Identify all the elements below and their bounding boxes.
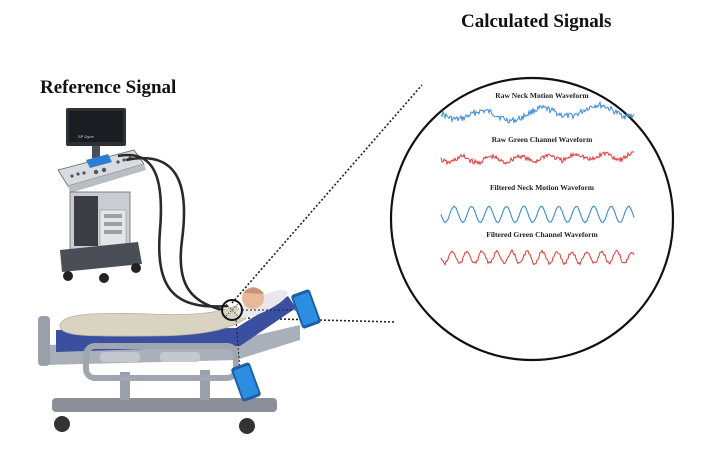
bed-side-rail — [83, 343, 239, 381]
machine-wheel — [131, 263, 141, 273]
ultrasound-machine: SP Dyne — [57, 108, 146, 283]
calculated-signals-title: Calculated Signals — [461, 11, 612, 32]
monitor-screen — [69, 111, 123, 142]
phone-to-neck-line-2 — [235, 319, 241, 371]
waveform-filtered-green-trace — [440, 248, 635, 267]
waveform-raw-green-trace — [440, 151, 635, 166]
zoom-line-top — [231, 84, 423, 304]
bed-footboard — [38, 316, 50, 366]
waveform-filtered-neck-trace — [440, 205, 635, 224]
patient-sheet — [59, 305, 247, 337]
machine-wheel — [63, 271, 73, 281]
waveform-label-filtered-neck: Filtered Neck Motion Waveform — [490, 183, 595, 192]
waveform-label-raw-green: Raw Green Channel Waveform — [492, 135, 594, 144]
hospital-bed — [38, 287, 300, 434]
bed-wheel — [239, 418, 255, 434]
machine-base — [60, 242, 142, 272]
magnifier-circle — [389, 76, 675, 362]
monitor-screen-text: SP Dyne — [78, 134, 94, 139]
control-touchscreen — [86, 154, 112, 168]
bed-base — [52, 398, 277, 412]
smartphone-lower — [231, 362, 261, 402]
probe-cable-1 — [117, 153, 229, 308]
waveform-label-raw-neck: Raw Neck Motion Waveform — [495, 91, 589, 100]
bed-wheel — [54, 416, 70, 432]
waveform-raw-neck-trace — [440, 100, 635, 124]
machine-wheel — [99, 273, 109, 283]
probe-cable-2 — [125, 156, 233, 314]
smartphone-upper — [291, 289, 321, 329]
bed-mattress — [56, 296, 296, 352]
waveform-label-filtered-green: Filtered Green Channel Waveform — [486, 230, 598, 239]
reference-signal-title: Reference Signal — [40, 77, 177, 98]
